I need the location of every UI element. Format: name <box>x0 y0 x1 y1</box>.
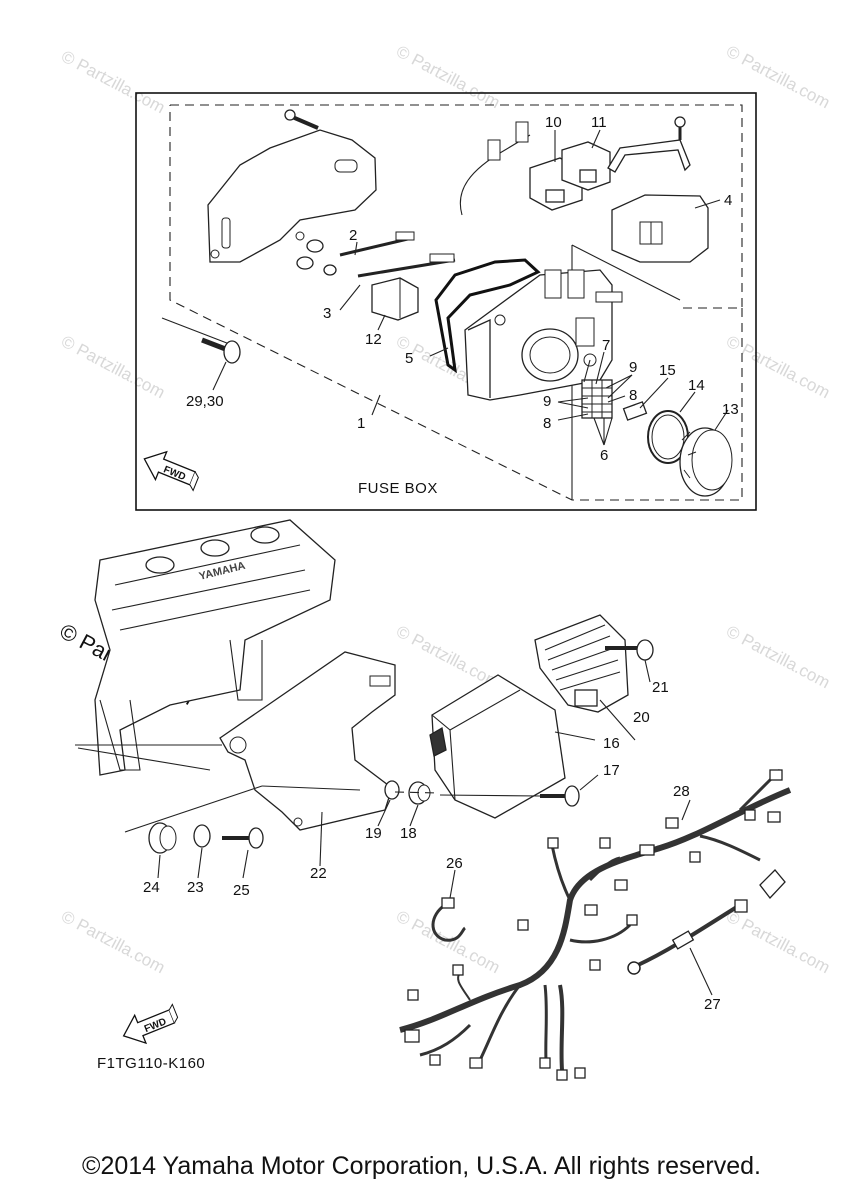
leader-line <box>571 244 681 301</box>
fwd-arrow: FWD <box>122 1003 179 1045</box>
connector <box>515 121 529 143</box>
assembly-outline <box>170 104 743 309</box>
rectifier-regulator <box>534 614 629 713</box>
wire-connector-lead <box>431 897 467 942</box>
engine-block: YAMAHA <box>94 519 336 776</box>
relay <box>561 141 611 191</box>
collar <box>384 780 400 800</box>
wire-harness <box>399 768 792 1081</box>
callout-25: 25 <box>233 882 250 899</box>
callout-6: 6 <box>600 447 608 464</box>
callout-12: 12 <box>365 331 382 348</box>
watermark: © Partzilla.com <box>723 332 833 403</box>
drawing-code: F1TG110-K160 <box>97 1055 205 1072</box>
callout-9: 9 <box>543 393 551 410</box>
watermark: © Partzilla.com <box>58 332 168 403</box>
callout-10: 10 <box>545 114 562 131</box>
mounting-bracket <box>219 651 396 831</box>
watermark: © Partzilla.com <box>723 907 833 978</box>
fuse-box-cover <box>207 129 377 263</box>
battery-lead <box>627 869 786 975</box>
watermark: © Partzilla.com <box>58 907 168 978</box>
callout-15: 15 <box>659 362 676 379</box>
callout-23: 23 <box>187 879 204 896</box>
bolt <box>605 639 654 661</box>
callout-8: 8 <box>543 415 551 432</box>
bolt <box>222 827 264 849</box>
callout-17: 17 <box>603 762 620 779</box>
callout-27: 27 <box>704 996 721 1013</box>
watermark: © Partzilla.com <box>723 622 833 693</box>
o-ring <box>651 414 685 460</box>
fuse-box-title: FUSE BOX <box>358 480 438 497</box>
watermark: © Partzilla.com <box>58 47 168 118</box>
callout-5: 5 <box>405 350 413 367</box>
wire-lead <box>459 134 531 216</box>
watermark: © Partzilla.com <box>393 907 503 978</box>
grommet <box>148 822 177 854</box>
fuse-box-body <box>464 269 623 401</box>
leader-line <box>261 785 361 791</box>
leader-line <box>124 785 263 833</box>
leader-lines <box>212 129 729 446</box>
callout-7: 7 <box>602 337 610 354</box>
callout-29-30: 29,30 <box>186 393 224 410</box>
screw <box>284 109 319 130</box>
fuse-cover <box>607 139 709 263</box>
callout-19: 19 <box>365 825 382 842</box>
collar <box>193 824 211 848</box>
callout-9: 9 <box>629 359 637 376</box>
callout-13: 13 <box>722 401 739 418</box>
callout-21: 21 <box>652 679 669 696</box>
callout-26: 26 <box>446 855 463 872</box>
bolt <box>201 337 241 364</box>
assembly-line <box>394 791 441 794</box>
watermark: © Partzilla.com <box>393 42 503 113</box>
callout-16: 16 <box>603 735 620 752</box>
callout-22: 22 <box>310 865 327 882</box>
callout-2: 2 <box>349 227 357 244</box>
fuse-holder-leads <box>339 231 456 278</box>
callout-4: 4 <box>724 192 732 209</box>
copyright-notice: ©2014 Yamaha Motor Corporation, U.S.A. A… <box>82 1152 761 1180</box>
fwd-arrow: FWD <box>143 450 199 492</box>
fuse-box-cap <box>679 427 733 497</box>
callout-14: 14 <box>688 377 705 394</box>
fuse-holder <box>371 277 419 321</box>
watermark: © Partzilla.com <box>723 42 833 113</box>
callout-20: 20 <box>633 709 650 726</box>
assembly-line <box>439 794 541 797</box>
fuse-block <box>581 379 613 419</box>
leader-line <box>161 317 233 346</box>
screw <box>674 116 686 140</box>
bolt <box>540 785 580 807</box>
callout-3: 3 <box>323 305 331 322</box>
callout-11: 11 <box>591 114 607 131</box>
callout-24: 24 <box>143 879 160 896</box>
callout-18: 18 <box>400 825 417 842</box>
fuse-box-panel: FWD FUSE BOX 2 3 12 5 1 10 11 4 7 9 9 8 … <box>135 92 757 511</box>
grommet <box>296 239 337 276</box>
leader-lines <box>157 659 713 996</box>
callout-28: 28 <box>673 783 690 800</box>
callout-1: 1 <box>357 415 365 432</box>
leader-line <box>77 747 211 771</box>
connector <box>487 139 501 161</box>
fuse-box-frame <box>135 92 757 511</box>
control-box <box>429 674 566 819</box>
callout-8: 8 <box>629 387 637 404</box>
gasket <box>434 258 541 374</box>
